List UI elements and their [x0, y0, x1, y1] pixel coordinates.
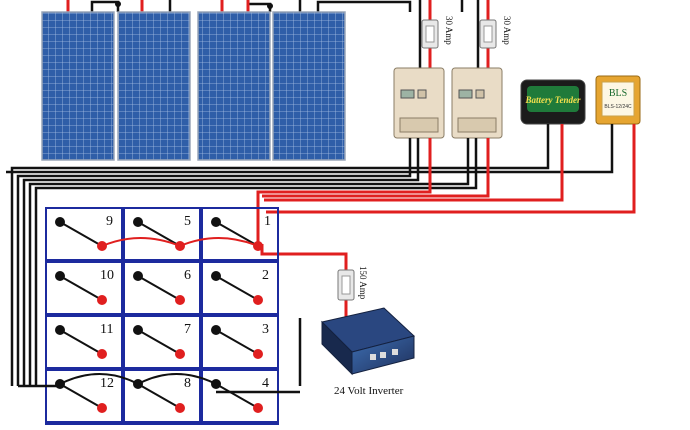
battery-label-9: 9 — [106, 214, 113, 229]
battery-terminals — [55, 217, 263, 413]
battery-label-12: 12 — [100, 376, 114, 391]
negative-bus-wires — [6, 124, 614, 386]
battery-label-10: 10 — [100, 268, 114, 283]
fuse-label: 30 Amp — [502, 16, 512, 45]
battery-label-1: 1 — [264, 214, 271, 229]
isolator-model: BLS-12/24C — [604, 104, 632, 110]
battery-label-5: 5 — [184, 214, 191, 229]
battery-charger: Battery Tender — [520, 79, 586, 125]
charge-controller-2 — [451, 67, 503, 139]
fuse-label: 150 Amp — [358, 266, 368, 300]
fuse-30amp-2: 30 Amp — [479, 16, 512, 49]
inverter-caption: 24 Volt Inverter — [334, 385, 404, 397]
battery-label-2: 2 — [262, 268, 269, 283]
solar-panel-4 — [272, 11, 346, 161]
charge-controller-1 — [393, 67, 445, 139]
battery-label-8: 8 — [184, 376, 191, 391]
fuse-150amp: 150 Amp — [337, 266, 368, 301]
inverter — [321, 307, 416, 376]
isolator-brand: BLS — [609, 88, 627, 99]
positive-bus-wires — [256, 124, 636, 318]
fuse-30amp-1: 30 Amp — [421, 16, 454, 49]
solar-panel-1 — [41, 11, 115, 161]
battery-label-7: 7 — [184, 322, 191, 337]
solar-panel-2 — [117, 11, 191, 161]
battery-label-6: 6 — [184, 268, 191, 283]
solar-panel-3 — [197, 11, 271, 161]
battery-label-4: 4 — [262, 376, 269, 391]
charger-brand: Battery Tender — [525, 95, 581, 105]
battery-labels: 1 2 3 4 5 6 7 8 9 10 11 12 — [100, 214, 271, 391]
panel-top-wires — [66, 0, 464, 12]
controller-fuse-wires — [418, 0, 490, 68]
battery-bank — [45, 207, 279, 425]
battery-isolator: BLS BLS-12/24C — [595, 75, 641, 125]
battery-label-3: 3 — [262, 322, 269, 337]
battery-label-11: 11 — [100, 322, 113, 337]
fuse-label: 30 Amp — [444, 16, 454, 45]
